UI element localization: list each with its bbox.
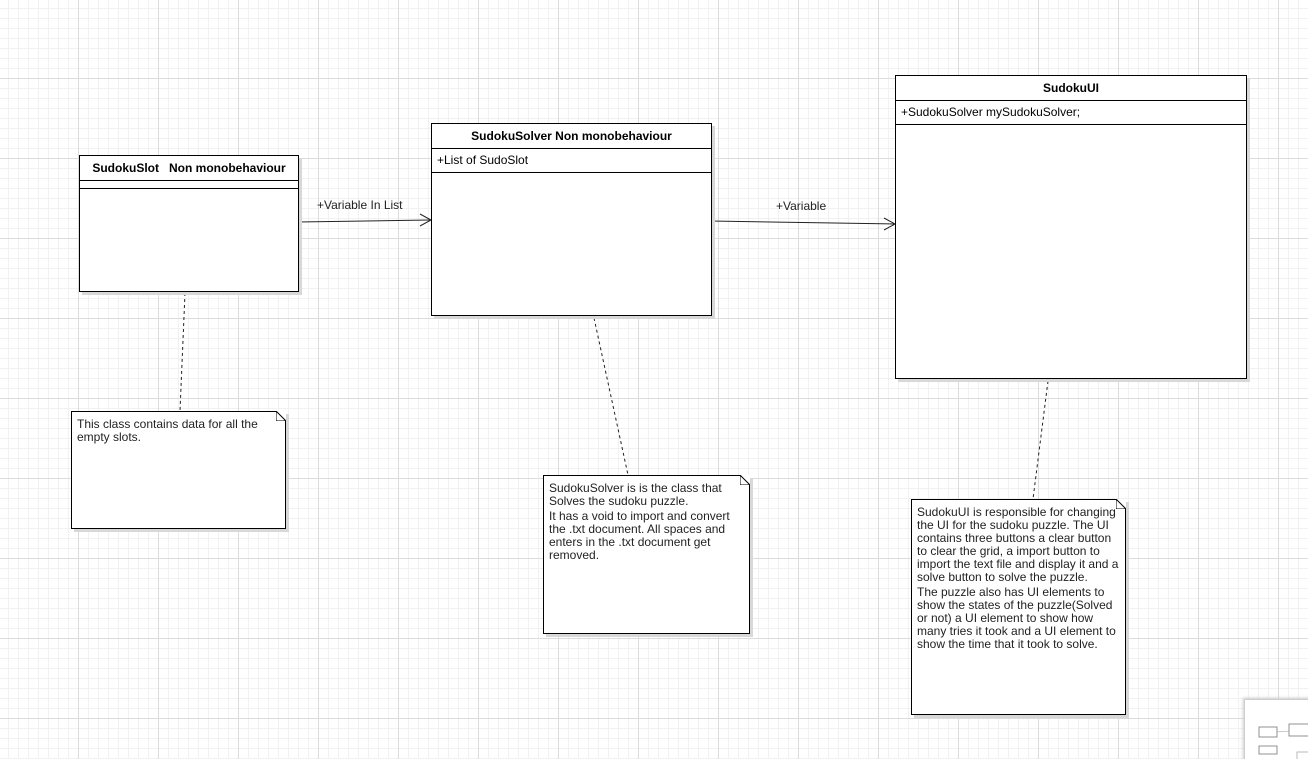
note-sudoku-ui-text-2: The puzzle also has UI elements to show … <box>917 585 1116 651</box>
note-sudoku-slot[interactable]: This class contains data for all the emp… <box>71 411 286 529</box>
note-sudoku-solver[interactable]: SudokuSolver is is the class that Solves… <box>543 475 750 634</box>
class-sudoku-solver-title: SudokuSolver Non monobehaviour <box>432 124 711 149</box>
note-sudoku-solver-text-2: It has a void to import and convert the … <box>549 509 730 562</box>
class-sudoku-slot[interactable]: SudokuSlot Non monobehaviour <box>79 155 299 292</box>
note-anchor-slot <box>179 292 186 412</box>
class-sudoku-slot-title: SudokuSlot Non monobehaviour <box>80 156 298 181</box>
class-sudoku-ui-attribute: +SudokuSolver mySudokuSolver; <box>896 101 1246 125</box>
note-sudoku-ui-text-1: SudokuUI is responsible for changing the… <box>917 505 1119 584</box>
note-sudoku-slot-text: This class contains data for all the emp… <box>77 417 258 444</box>
minimap-navigator[interactable] <box>1244 699 1308 759</box>
association-slot-to-solver[interactable] <box>297 213 433 227</box>
note-sudoku-solver-text-1: SudokuSolver is is the class that Solves… <box>549 481 722 508</box>
note-fold-icon <box>740 475 750 485</box>
note-anchor-ui <box>1032 380 1049 500</box>
class-sudoku-ui-title: SudokuUI <box>896 76 1246 101</box>
note-sudoku-ui[interactable]: SudokuUI is responsible for changing the… <box>911 499 1126 715</box>
edge-label-variable-in-list: +Variable In List <box>317 198 403 212</box>
note-anchor-solver <box>593 317 629 476</box>
class-sudoku-slot-attributes <box>80 181 298 189</box>
minimap-thumbnail-icon <box>1258 723 1308 759</box>
class-sudoku-solver-attribute: +List of SudoSlot <box>432 149 711 173</box>
edge-label-variable: +Variable <box>776 199 827 213</box>
class-sudoku-ui[interactable]: SudokuUI +SudokuSolver mySudokuSolver; <box>895 75 1247 379</box>
note-fold-icon <box>276 411 286 421</box>
note-fold-icon <box>1116 499 1126 509</box>
class-sudoku-solver[interactable]: SudokuSolver Non monobehaviour +List of … <box>431 123 712 316</box>
association-solver-to-ui[interactable] <box>710 217 897 231</box>
